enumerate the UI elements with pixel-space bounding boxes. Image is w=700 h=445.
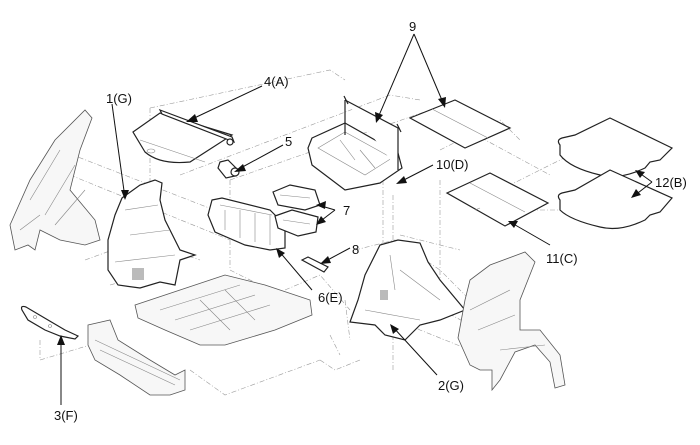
callout-7: 7 — [343, 203, 350, 218]
part-left-quarter-body — [9, 109, 101, 251]
part-luggage-board — [445, 172, 550, 227]
callout-labels: 1(G) 2(G) 3(F) 4(A) 5 6(E) 7 8 9 10(D) 1… — [54, 19, 687, 423]
part-right-side-trim — [349, 239, 466, 341]
callout-1G: 1(G) — [106, 91, 132, 106]
callout-12B: 12(B) — [655, 175, 687, 190]
part-luggage-tray-upper — [272, 184, 321, 211]
part-right-quarter-body — [457, 251, 566, 392]
part-luggage-cover — [132, 108, 236, 164]
callout-5: 5 — [285, 134, 292, 149]
callout-3F: 3(F) — [54, 408, 78, 423]
part-luggage-tray-lower — [274, 209, 319, 237]
part-floor-panel — [134, 274, 313, 346]
part-rear-transverse-trim — [20, 305, 80, 340]
callout-10D: 10(D) — [436, 157, 469, 172]
part-luggage-net-horizontal — [408, 99, 512, 149]
callout-4A: 4(A) — [264, 74, 289, 89]
part-luggage-lamp — [217, 159, 240, 179]
leader-lines — [57, 33, 653, 405]
part-luggage-under-tray — [307, 122, 403, 191]
callout-2G: 2(G) — [438, 378, 464, 393]
part-left-side-trim — [107, 179, 197, 289]
part-luggage-mat-upper — [557, 117, 674, 178]
part-rear-panel — [87, 319, 186, 396]
part-luggage-net-vertical — [343, 95, 402, 170]
part-cargo-hook — [300, 256, 329, 273]
part-luggage-side-box — [207, 197, 286, 251]
callout-8: 8 — [352, 242, 359, 257]
callout-6E: 6(E) — [318, 290, 343, 305]
callout-9: 9 — [409, 19, 416, 34]
callout-11C: 11(C) — [546, 251, 578, 266]
part-luggage-mat-lower — [557, 169, 673, 230]
